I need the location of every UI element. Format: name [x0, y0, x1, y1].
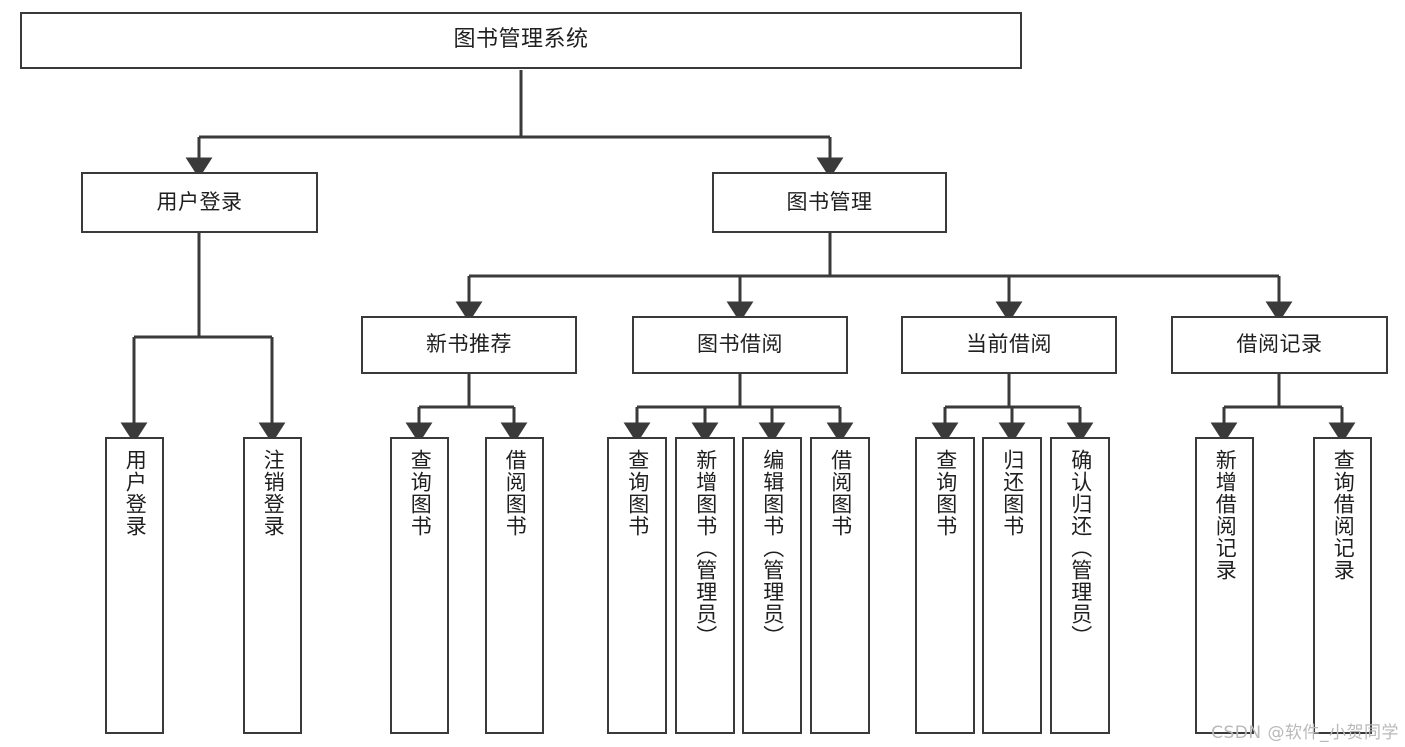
node-leaf-query-book-current[interactable]: 查询图书 — [915, 437, 975, 734]
node-leaf-query-book-borrow[interactable]: 查询图书 — [607, 437, 667, 734]
node-user-login[interactable]: 用户登录 — [81, 172, 318, 233]
node-root[interactable]: 图书管理系统 — [20, 12, 1022, 69]
node-leaf-add-book-admin-label: 新增图书（管理员） — [693, 449, 718, 647]
watermark: CSDN @软件_小贺同学 — [1211, 723, 1399, 743]
node-leaf-borrow-book[interactable]: 借阅图书 — [810, 437, 870, 734]
node-leaf-borrow-book-recommend[interactable]: 借阅图书 — [485, 437, 544, 734]
node-leaf-edit-book-admin[interactable]: 编辑图书（管理员） — [742, 437, 802, 734]
node-leaf-confirm-return-admin[interactable]: 确认归还（管理员） — [1050, 437, 1110, 734]
node-borrow-record-label: 借阅记录 — [1236, 332, 1323, 357]
node-leaf-add-borrow-record[interactable]: 新增借阅记录 — [1195, 437, 1254, 734]
node-book-borrow-label: 图书借阅 — [697, 332, 783, 357]
node-leaf-return-book-label: 归还图书 — [1000, 449, 1025, 537]
node-leaf-borrow-book-recommend-label: 借阅图书 — [503, 449, 528, 537]
node-current-borrow[interactable]: 当前借阅 — [901, 316, 1117, 374]
node-book-borrow[interactable]: 图书借阅 — [632, 316, 848, 374]
node-leaf-edit-book-admin-label: 编辑图书（管理员） — [760, 449, 785, 647]
node-leaf-query-borrow-record-label: 查询借阅记录 — [1331, 449, 1356, 581]
node-leaf-borrow-book-label: 借阅图书 — [828, 449, 853, 537]
node-leaf-query-book-current-label: 查询图书 — [933, 449, 958, 537]
node-leaf-add-book-admin[interactable]: 新增图书（管理员） — [675, 437, 735, 734]
node-leaf-query-book-borrow-label: 查询图书 — [625, 449, 650, 537]
node-current-borrow-label: 当前借阅 — [966, 332, 1052, 357]
node-book-management-label: 图书管理 — [786, 189, 873, 214]
node-new-book-recommend-label: 新书推荐 — [426, 332, 512, 357]
node-leaf-query-borrow-record[interactable]: 查询借阅记录 — [1313, 437, 1372, 734]
node-leaf-logout-label: 注销登录 — [261, 449, 286, 537]
node-leaf-user-login[interactable]: 用户登录 — [105, 437, 164, 734]
node-leaf-query-book-recommend-label: 查询图书 — [408, 449, 433, 537]
node-leaf-user-login-label: 用户登录 — [123, 449, 148, 537]
node-book-management[interactable]: 图书管理 — [712, 172, 947, 233]
node-root-label: 图书管理系统 — [453, 27, 589, 53]
node-leaf-logout[interactable]: 注销登录 — [243, 437, 302, 734]
node-user-login-label: 用户登录 — [156, 189, 243, 214]
node-borrow-record[interactable]: 借阅记录 — [1171, 316, 1388, 374]
node-leaf-confirm-return-admin-label: 确认归还（管理员） — [1068, 449, 1093, 647]
node-leaf-return-book[interactable]: 归还图书 — [982, 437, 1042, 734]
node-leaf-query-book-recommend[interactable]: 查询图书 — [390, 437, 449, 734]
node-leaf-add-borrow-record-label: 新增借阅记录 — [1213, 449, 1238, 581]
node-new-book-recommend[interactable]: 新书推荐 — [361, 316, 577, 374]
